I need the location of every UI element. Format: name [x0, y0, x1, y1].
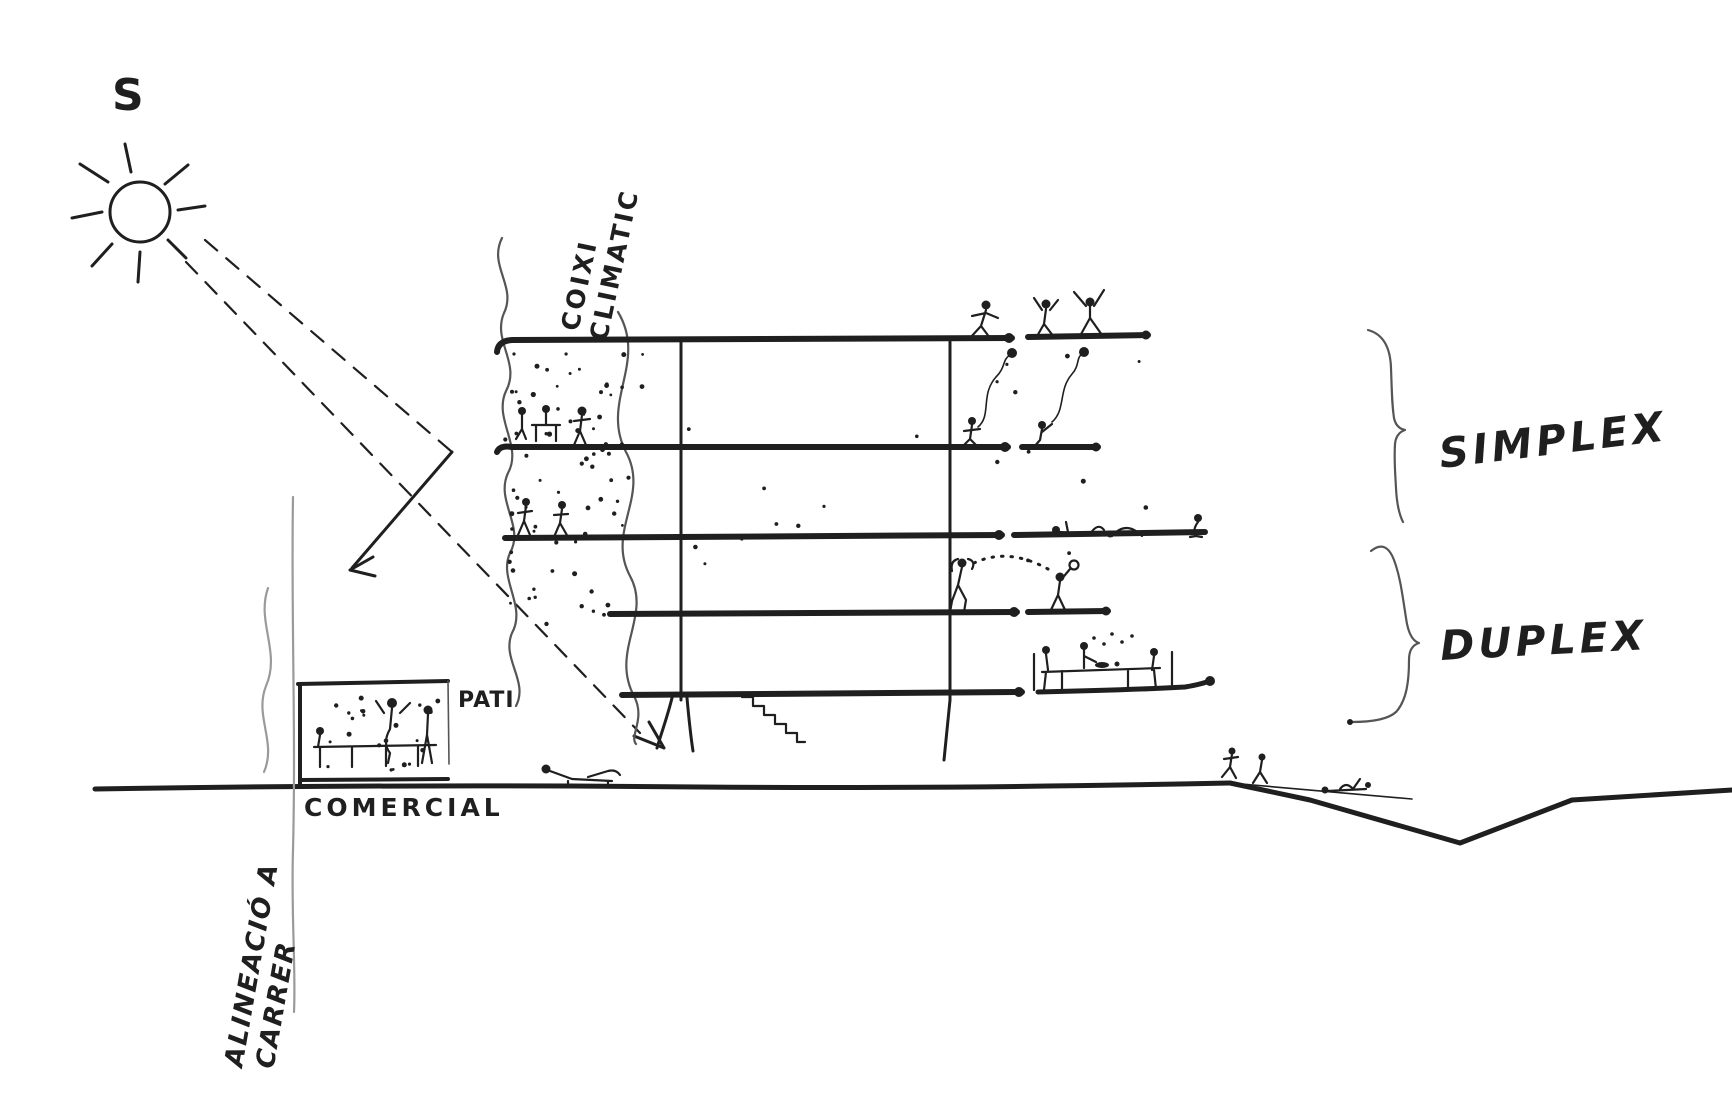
stick-figure-kite-kneeler	[1032, 347, 1089, 449]
stick-figure-dancer-2	[1072, 288, 1106, 338]
sun-ray-dashed-upper	[203, 238, 454, 454]
duplex-brace	[1347, 545, 1421, 725]
simplex-brace	[1366, 328, 1407, 524]
street-alignment-label: ALINEACIÓ A CARRER	[217, 860, 302, 1072]
pati-label: PATI	[458, 688, 515, 713]
stick-figure-group-ballplayers	[948, 554, 1080, 614]
simplex-label: SIMPLEX	[1436, 402, 1670, 478]
stick-figure-group-right-runners	[1220, 747, 1269, 785]
duplex-label: DUPLEX	[1439, 611, 1648, 670]
reflected-light-arrow	[348, 450, 454, 578]
stick-figure-group-yoga-f3	[1052, 514, 1204, 539]
comercial-label: COMERCIAL	[304, 793, 504, 822]
facade-column-right	[942, 340, 952, 762]
sun-icon	[70, 142, 207, 284]
floor-slab-2	[607, 606, 1111, 617]
sun-label: S	[112, 70, 144, 121]
speckle-dots	[326, 352, 1149, 772]
stick-figure-dancer-1	[1032, 296, 1060, 340]
roof-slab	[494, 330, 1151, 355]
stair-zigzag	[740, 695, 807, 744]
svg-text:DUPLEX: DUPLEX	[1439, 611, 1648, 670]
ground-line	[92, 780, 1732, 846]
floor-slab-1	[619, 676, 1215, 698]
floor-slab-3	[502, 529, 1208, 541]
stick-figure-group-resting-pair	[1321, 777, 1371, 794]
floor-slab-4	[494, 442, 1101, 455]
climate-cushion-label: COIXI CLIMATIC	[556, 186, 645, 343]
stick-figure-kite-walker	[960, 348, 1017, 449]
stick-figure-group-table-f4	[514, 405, 592, 447]
stick-figure-runner-roof	[968, 300, 1000, 340]
svg-text:SIMPLEX: SIMPLEX	[1436, 402, 1670, 478]
climate-cushion-wavy-line	[496, 236, 521, 708]
stick-figure-group-commercial	[312, 698, 438, 769]
stick-figure-group-walkers-f3	[516, 498, 570, 539]
facade-column-left	[655, 340, 695, 753]
ground-branch-line	[1229, 782, 1413, 800]
commercial-box	[296, 679, 450, 788]
stick-figure-lounger	[541, 764, 626, 789]
inner-wavy-line	[616, 310, 640, 746]
street-wavy-line	[261, 586, 273, 774]
street-alignment-line	[291, 495, 296, 1014]
stick-figure-group-dining	[1032, 632, 1174, 692]
sun-ray-dashed-lower	[184, 260, 642, 735]
